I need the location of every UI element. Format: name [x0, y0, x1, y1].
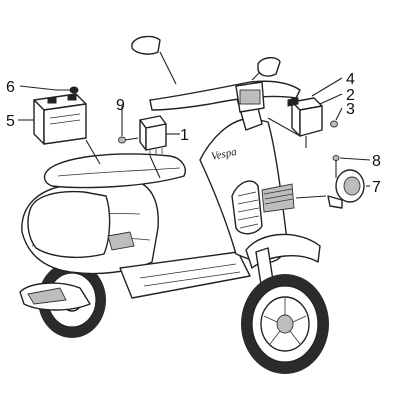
relay-screw	[118, 136, 139, 144]
mirror-left	[131, 35, 177, 85]
seat	[43, 153, 186, 189]
callouts: 6 5 9 1 4 2 3 8 7	[6, 71, 381, 196]
leader-lines	[18, 77, 371, 199]
regulator-connector	[291, 97, 299, 104]
callout-2: 2	[346, 87, 355, 104]
voltage-regulator	[287, 97, 323, 148]
handlebar	[149, 80, 301, 111]
callout-4: 4	[346, 71, 355, 88]
callout-6: 6	[6, 79, 15, 96]
side-cowl	[27, 190, 111, 259]
callout-3: 3	[346, 101, 355, 118]
callout-8: 8	[372, 153, 381, 170]
scooter: Vespa	[19, 35, 329, 374]
mirror-right	[251, 57, 281, 81]
callout-7: 7	[372, 179, 381, 196]
horn-screw	[332, 155, 340, 178]
callout-5: 5	[6, 113, 15, 130]
floorboard	[119, 251, 251, 299]
relay	[139, 115, 167, 156]
horn-grille	[231, 180, 263, 235]
horn	[327, 169, 365, 209]
vespa-badge: Vespa	[210, 146, 238, 163]
callout-1: 1	[180, 127, 189, 144]
front-wheel	[241, 274, 329, 374]
battery	[33, 93, 87, 145]
callout-9: 9	[116, 97, 125, 114]
regulator-screw	[330, 120, 338, 128]
legshield-grille	[261, 183, 295, 213]
